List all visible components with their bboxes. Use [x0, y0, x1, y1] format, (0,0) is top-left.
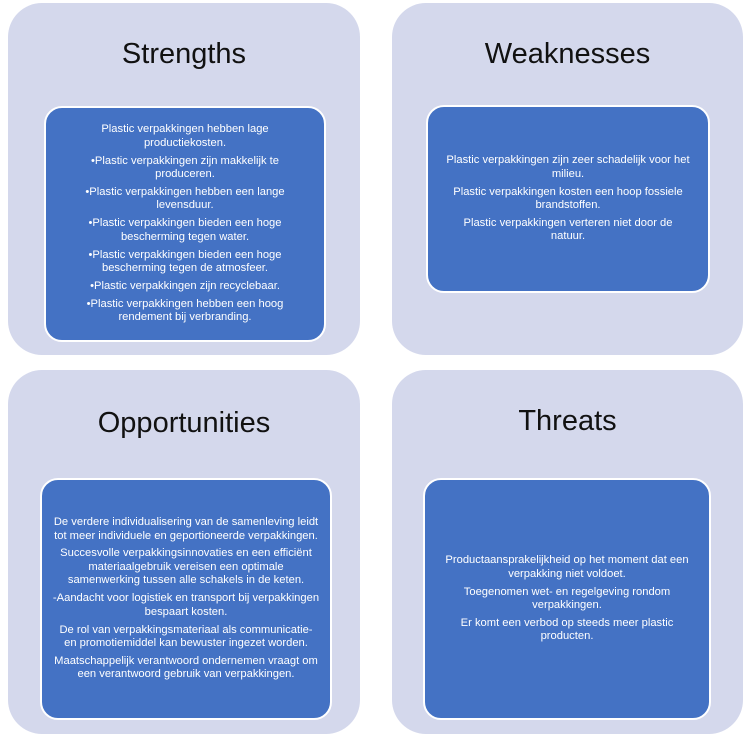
opportunities-title: Opportunities — [97, 407, 271, 439]
strength-item: •Plastic verpakkingen zijn recyclebaar. — [90, 280, 280, 293]
strength-item: Plastic verpakkingen hebben lage product… — [101, 123, 269, 149]
opportunity-item: De verdere individualisering van de same… — [53, 516, 319, 542]
threat-item: Er komt een verbod op steeds meer plasti… — [460, 616, 674, 643]
weaknesses-box: Plastic verpakkingen zijn zeer schadelij… — [426, 105, 710, 293]
threats-box: Productaansprakelijkheid op het moment d… — [423, 478, 711, 720]
strength-item: •Plastic verpakkingen bieden een hoge be… — [88, 217, 282, 243]
strength-item: •Plastic verpakkingen hebben een lange l… — [85, 185, 285, 212]
opportunities-quadrant: Opportunities De verdere individualiseri… — [8, 370, 360, 734]
strength-item: •Plastic verpakkingen zijn makkelijk te … — [91, 154, 279, 180]
strengths-quadrant: Strengths Plastic verpakkingen hebben la… — [8, 3, 360, 355]
threat-item: Toegenomen wet- en regelgeving rondom ve… — [463, 585, 671, 611]
weakness-item: Plastic verpakkingen zijn zeer schadelij… — [446, 154, 690, 180]
opportunities-box: De verdere individualisering van de same… — [40, 478, 332, 720]
threats-title: Threats — [518, 405, 617, 437]
weaknesses-quadrant: Weaknesses Plastic verpakkingen zijn zee… — [392, 3, 743, 355]
weakness-item: Plastic verpakkingen verteren niet door … — [463, 216, 673, 243]
weakness-item: Plastic verpakkingen kosten een hoop fos… — [453, 185, 683, 211]
opportunity-item: -Aandacht voor logistiek en transport bi… — [52, 592, 320, 618]
strengths-box: Plastic verpakkingen hebben lage product… — [44, 106, 326, 342]
opportunity-item: Maatschappelijk verantwoord ondernemen v… — [54, 655, 318, 681]
strength-item: •Plastic verpakkingen hebben een hoog re… — [86, 297, 284, 324]
opportunity-item: Succesvolle verpakkingsinnovaties en een… — [60, 547, 312, 587]
threats-quadrant: Threats Productaansprakelijkheid op het … — [392, 370, 743, 734]
opportunity-item: De rol van verpakkingsmateriaal als comm… — [59, 623, 313, 650]
threat-item: Productaansprakelijkheid op het moment d… — [445, 554, 689, 580]
strength-item: •Plastic verpakkingen bieden een hoge be… — [88, 248, 282, 275]
strengths-title: Strengths — [121, 38, 247, 70]
weaknesses-title: Weaknesses — [484, 38, 651, 70]
